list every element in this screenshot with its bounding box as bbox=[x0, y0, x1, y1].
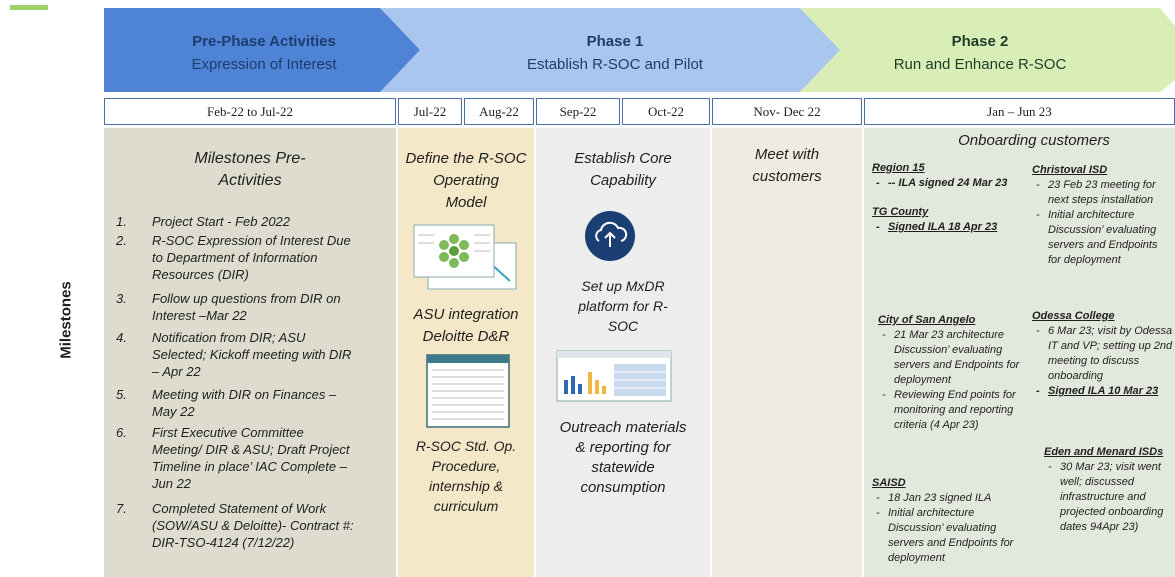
deloitte-doc-thumbnail bbox=[426, 354, 510, 428]
operating-model-thumbnail bbox=[413, 224, 517, 290]
phase1-subtitle: Establish R-SOC and Pilot bbox=[527, 56, 703, 73]
accent-bar bbox=[10, 5, 48, 10]
onboarding-column: Onboarding customers Region 15 -- ILA si… bbox=[864, 128, 1175, 577]
prephase-arrow bbox=[104, 8, 420, 92]
pre-activities-title: Milestones Pre- Activities bbox=[194, 150, 306, 189]
pre-activities-column: Milestones Pre- Activities 1. Project St… bbox=[104, 128, 396, 577]
timeline-cell: Oct-22 bbox=[622, 98, 710, 125]
timeline-cell: Sep-22 bbox=[536, 98, 620, 125]
phase2-header: Phase 2 Run and Enhance R-SOC bbox=[830, 33, 1130, 73]
phase1-header: Phase 1 Establish R-SOC and Pilot bbox=[420, 33, 810, 73]
customer-tg-county: TG County Signed ILA 18 Apr 23 bbox=[872, 205, 1024, 235]
phase2-subtitle: Run and Enhance R-SOC bbox=[893, 56, 1067, 73]
phase-arrows bbox=[104, 8, 1175, 92]
prephase-subtitle: Expression of Interest bbox=[191, 56, 337, 73]
timeline-cell: Feb-22 to Jul-22 bbox=[104, 98, 396, 125]
customer-region-15: Region 15 -- ILA signed 24 Mar 23 bbox=[872, 161, 1024, 191]
std-op-procedure-text: R-SOC Std. Op.Procedure,internship &curr… bbox=[415, 438, 517, 514]
timeline-cell: Nov- Dec 22 bbox=[712, 98, 862, 125]
timeline-cell: Jul-22 bbox=[398, 98, 462, 125]
timeline-cell: Jan – Jun 23 bbox=[864, 98, 1175, 125]
customer-christoval-isd: Christoval ISD 23 Feb 23 meeting for nex… bbox=[1032, 163, 1173, 268]
customer-odessa-college: Odessa College 6 Mar 23; visit by Odessa… bbox=[1032, 309, 1173, 399]
customer-eden-menard-isds: Eden and Menard ISDs 30 Mar 23; visit we… bbox=[1044, 445, 1173, 535]
prephase-title: Pre-Phase Activities bbox=[192, 33, 336, 50]
outreach-report-thumbnail bbox=[556, 350, 672, 402]
phase1-title: Phase 1 bbox=[586, 33, 644, 50]
customer-saisd: SAISD 18 Jan 23 signed ILA Initial archi… bbox=[872, 476, 1024, 566]
phase2-arrow bbox=[800, 8, 1175, 92]
customer-city-of-san-angelo: City of San Angelo 21 Mar 23 architectur… bbox=[878, 313, 1024, 433]
timeline-cell: Aug-22 bbox=[464, 98, 534, 125]
onboarding-title: Onboarding customers bbox=[958, 132, 1110, 149]
phase1-arrow bbox=[380, 8, 840, 92]
side-label: Milestones bbox=[46, 240, 86, 400]
side-label-text: Milestones bbox=[57, 281, 75, 359]
cloud-upload-icon bbox=[585, 211, 635, 261]
prephase-header: Pre-Phase Activities Expression of Inter… bbox=[104, 33, 424, 73]
phase2-title: Phase 2 bbox=[951, 33, 1009, 50]
